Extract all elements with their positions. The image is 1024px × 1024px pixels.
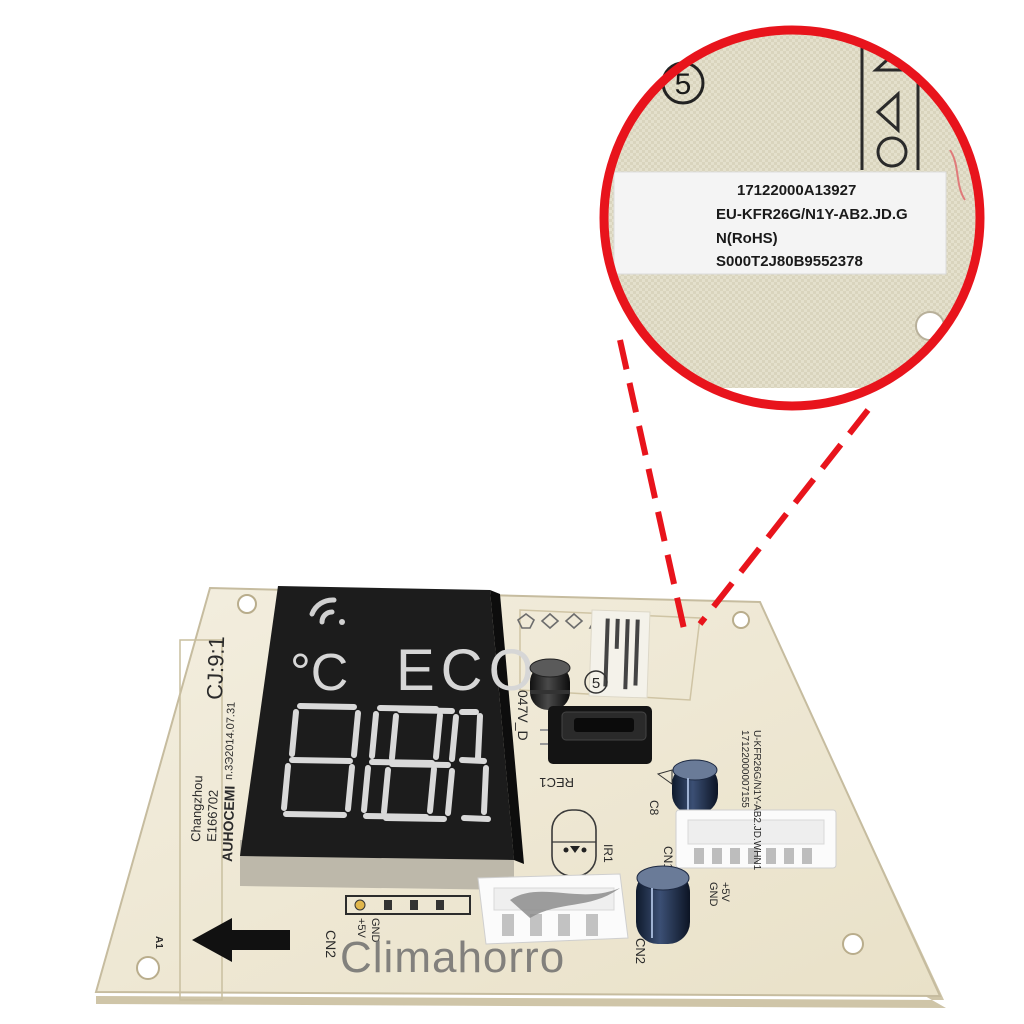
led-display-module: °C ECO: [240, 586, 540, 890]
circled-number: [584, 670, 608, 694]
plus5v-label: +5V: [719, 882, 731, 903]
seven-segment-digits: [281, 703, 491, 822]
serial-line-1: 17122000A13927: [737, 182, 856, 199]
cap-value-text: 047V_D: [515, 690, 531, 741]
zoom-ring: [599, 25, 985, 411]
c8-label: C8: [647, 800, 661, 816]
rec-label: REC1: [539, 775, 574, 790]
signal-icon: [309, 597, 345, 625]
mount-hole: [136, 956, 160, 980]
zoom-circled-number-text: 5: [675, 68, 692, 101]
serial-line-4: S000T2J80B9552378: [716, 253, 863, 270]
model-code-text: CJ:9:1: [202, 636, 229, 700]
celsius-symbol: °C: [290, 644, 348, 702]
watermark-swoosh: [510, 888, 620, 918]
serial-label: 17122000A13927 EU-KFR26G/N1Y-AB2.JD.G N(…: [613, 171, 947, 275]
capacitor-c8: [672, 759, 718, 814]
zoom-callout: 5 17122000A13927 EU-KFR26G/N1Y-AB2.JD.G …: [599, 25, 985, 411]
ir-label: IR1: [601, 844, 615, 863]
cn2-side-label: CN2: [633, 938, 648, 964]
cn2-gnd: GND: [369, 918, 381, 943]
ir-receiver: [540, 706, 652, 764]
side-code-2: U-KFR26G/N1Y-AB2.JD.WHN1: [751, 730, 762, 871]
cn2-label: CN2: [323, 930, 339, 958]
serial-line-2: EU-KFR26G/N1Y-AB2.JD.G: [716, 206, 908, 223]
eco-indicator: ECO: [396, 638, 540, 703]
circled-number-text: 5: [592, 675, 600, 692]
gnd-label: GND: [707, 882, 719, 907]
cn2-plus5v: +5V: [355, 918, 367, 939]
capacitor-bottom: [636, 865, 690, 944]
watermark: Climahorro: [340, 888, 620, 982]
silk-outline: [179, 639, 223, 1001]
board-sticker: [588, 609, 651, 699]
watermark-text: Climahorro: [340, 933, 565, 982]
connector-cn1: [675, 809, 837, 869]
mount-hole: [842, 933, 864, 955]
serial-line-3: N(RoHS): [716, 230, 778, 247]
cn2-footprint: [345, 895, 471, 915]
cert-text: E166702: [204, 790, 221, 843]
callout-lines: [617, 339, 871, 639]
mount-hole: [237, 594, 257, 614]
pcb-board: °C ECO: [94, 586, 946, 1008]
a1-label: A1: [153, 936, 164, 949]
maker-text: AUHOCEMI: [219, 785, 238, 862]
date-code-text: п.3Э2014.07.31: [223, 702, 238, 780]
city-text: Changzhou: [188, 775, 205, 842]
cn1-label: CN1: [661, 846, 675, 870]
direction-arrow-icon: [192, 918, 290, 962]
side-code-1: 17122000007155: [739, 730, 750, 808]
capacitor-top: [529, 658, 571, 710]
mount-hole: [732, 611, 750, 629]
